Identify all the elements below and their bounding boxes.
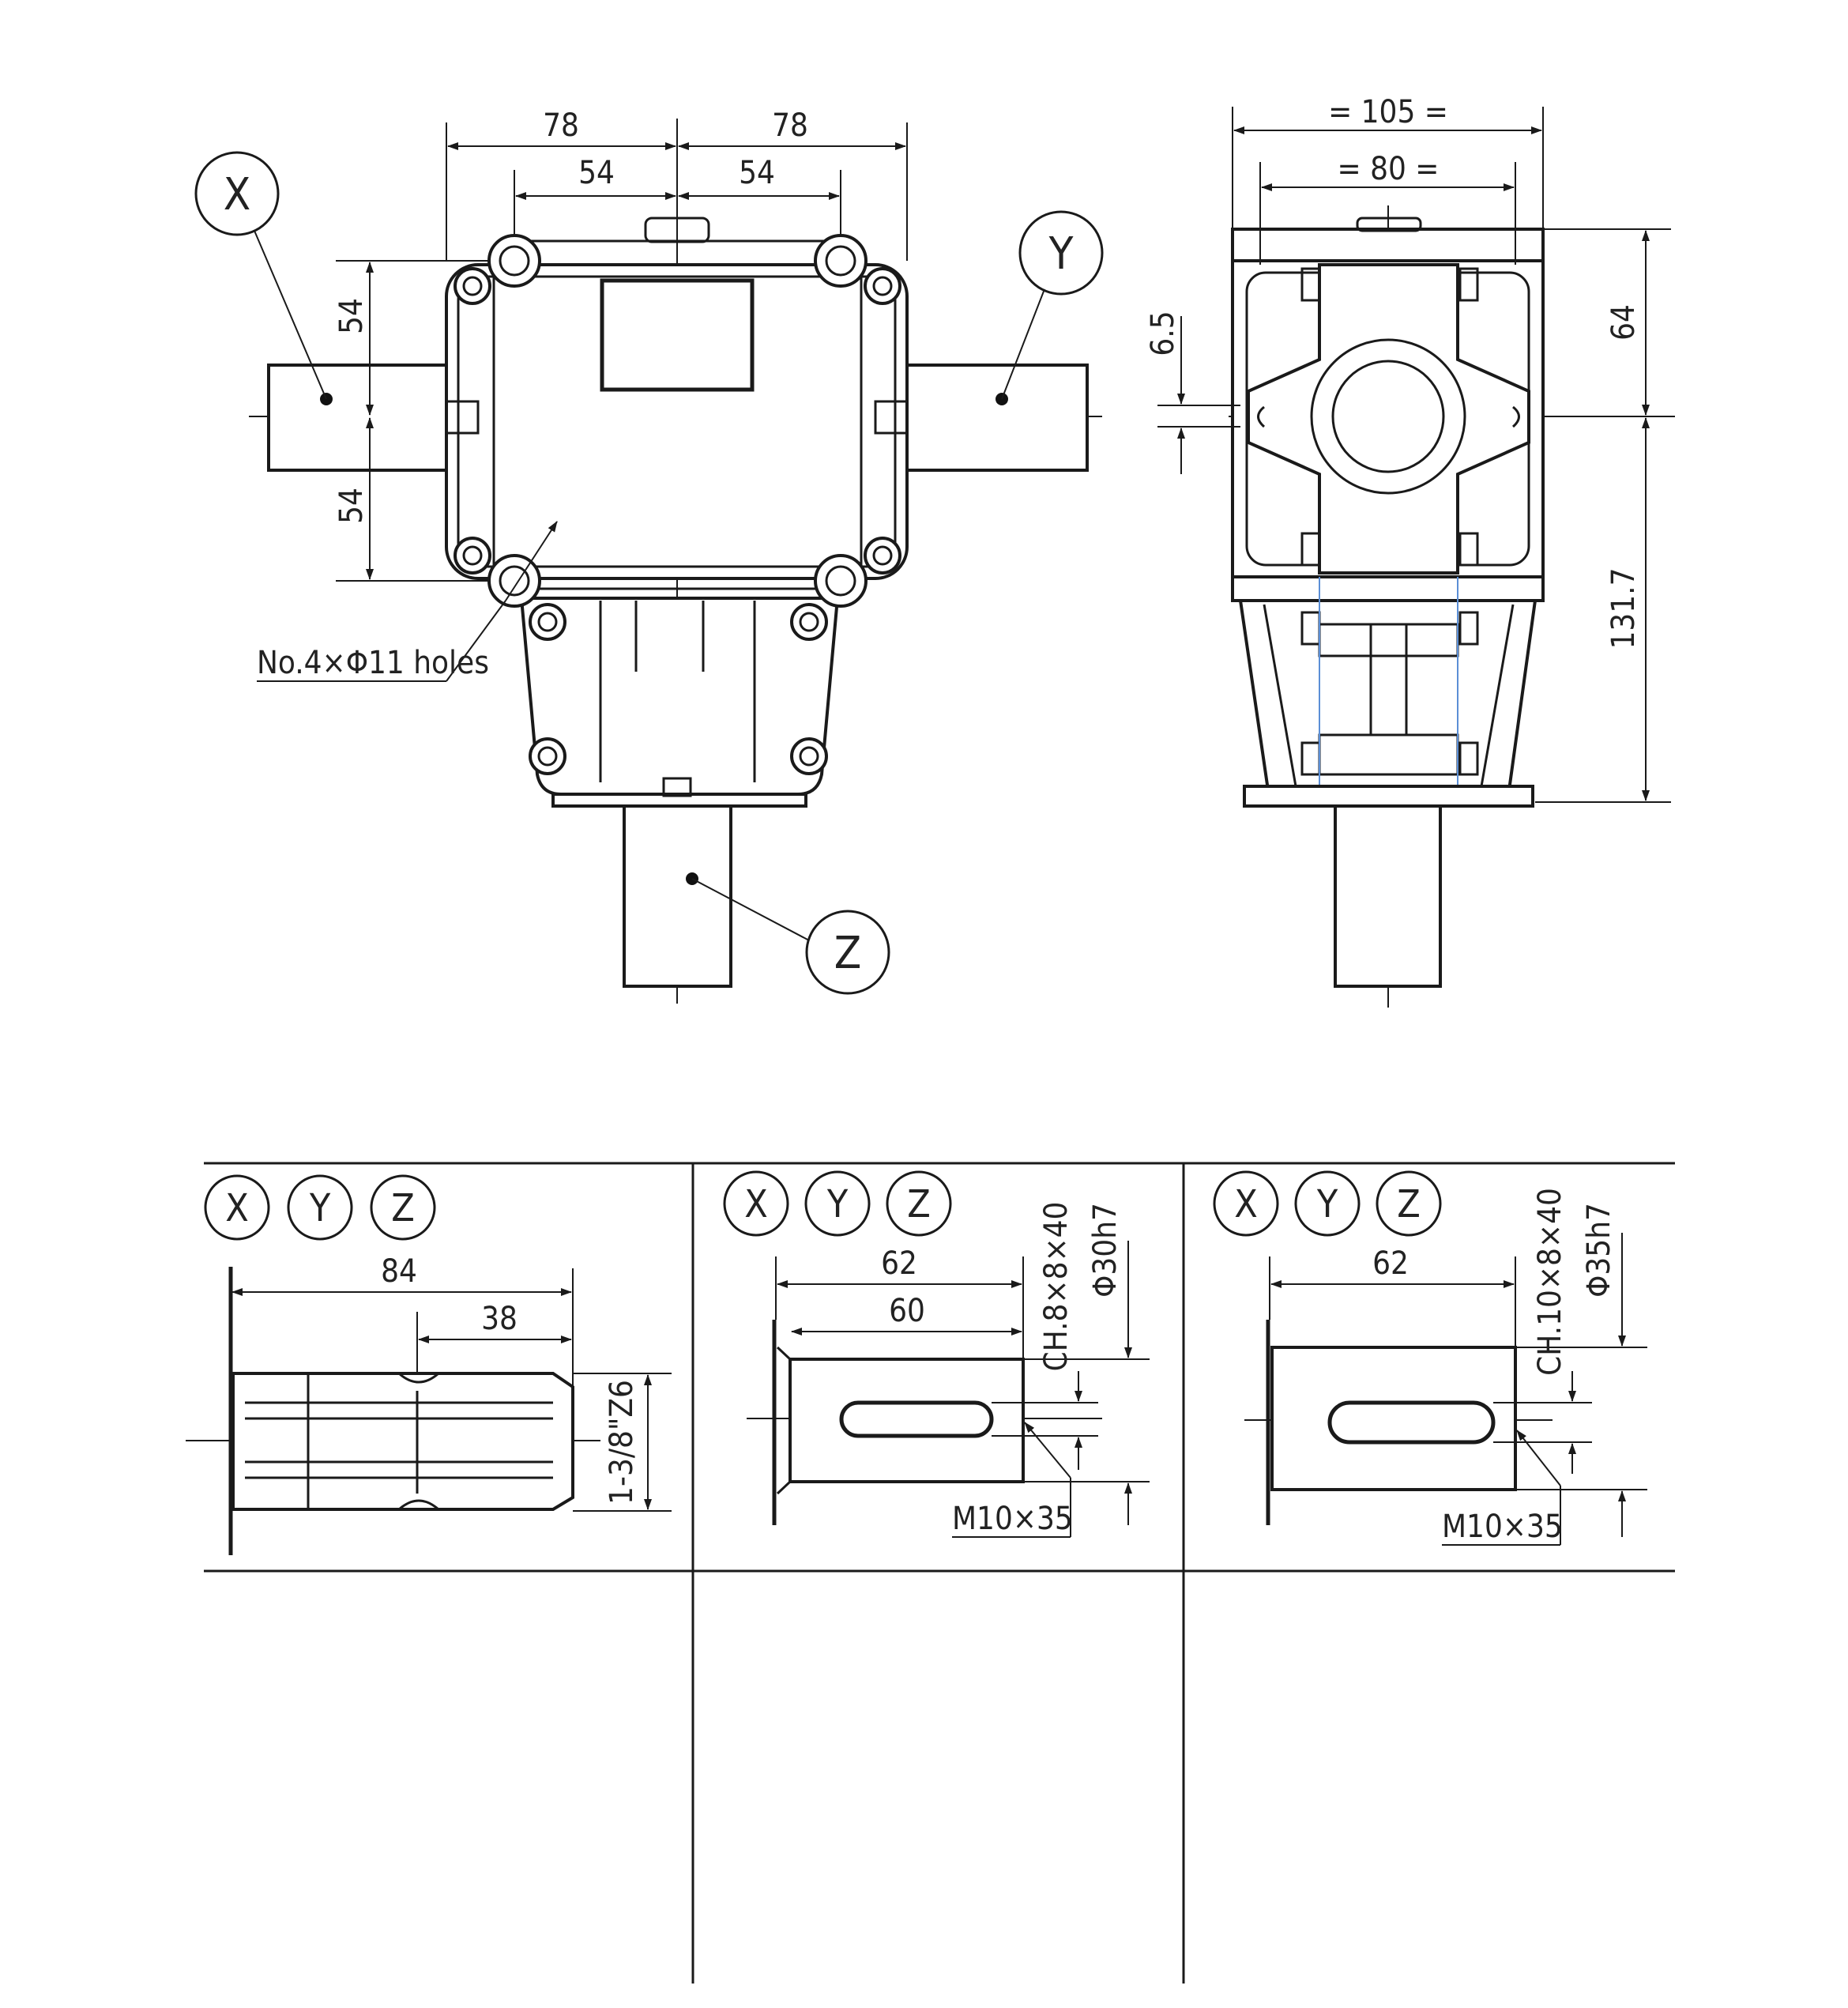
- callout-y-circle: [1018, 210, 1104, 296]
- dim-top-left: 78: [543, 107, 579, 144]
- cell1-spline-spec: 1-3/8"Z6: [604, 1380, 640, 1505]
- callout-y: Y: [1048, 228, 1074, 280]
- callout-z: Z: [834, 928, 862, 979]
- cell3-tag-y: Y: [1316, 1182, 1338, 1226]
- shaft-x: [267, 364, 448, 472]
- side-boss: [1247, 263, 1530, 575]
- cell2-dim-length: 62: [881, 1245, 917, 1282]
- lower-housing: [519, 597, 840, 796]
- dim-upper-height: 64: [1605, 304, 1642, 341]
- cell1-dim-total: 84: [381, 1253, 417, 1290]
- dim-lower-height: 131.7: [1605, 568, 1642, 650]
- cell1-dim-spline: 38: [481, 1301, 518, 1337]
- shaft-cell-spline: X Y Z 84 38 1-3/8"Z6: [186, 1174, 672, 1555]
- dim-top-right: 78: [772, 107, 808, 144]
- dim-inner-left: 54: [578, 155, 615, 191]
- side-slot-left: [1257, 405, 1266, 428]
- dim-width-outer: = 105 =: [1328, 94, 1448, 130]
- side-top-flange: [1231, 228, 1545, 262]
- dim-offset: 6.5: [1145, 311, 1181, 356]
- nameplate: [600, 278, 755, 392]
- cell2-key-spec: CH.8×8×40: [1038, 1202, 1075, 1372]
- cell1-tag-y: Y: [309, 1186, 331, 1230]
- side-bore-outer: [1310, 338, 1466, 495]
- side-output-shaft: [1334, 804, 1442, 988]
- left-boss: [445, 400, 480, 435]
- shaft-z: [623, 803, 732, 988]
- cell2-diameter: Φ30h7: [1087, 1203, 1123, 1298]
- cell3-tag-z: Z: [1397, 1182, 1421, 1226]
- cell3-thread: M10×35: [1442, 1509, 1563, 1545]
- cell3-key-spec: CH.10×8×40: [1532, 1188, 1568, 1376]
- side-bore-inner: [1331, 360, 1445, 473]
- cell3-tag-x: X: [1234, 1182, 1258, 1226]
- keyway-30: [839, 1400, 994, 1438]
- cell2-thread: M10×35: [952, 1501, 1073, 1537]
- cell2-dim-key: 60: [889, 1293, 925, 1329]
- cell1-tag-x: X: [225, 1186, 249, 1230]
- keyway-35: [1327, 1400, 1496, 1445]
- side-middle-flange: [1231, 575, 1545, 602]
- dim-left-lower: 54: [333, 488, 370, 524]
- cell3-dim-length: 62: [1372, 1245, 1409, 1282]
- cell2-tag-x: X: [744, 1182, 768, 1226]
- side-bottom-plate: [1243, 785, 1534, 808]
- cell2-tag-z: Z: [907, 1182, 931, 1226]
- cell3-diameter: Φ35h7: [1581, 1203, 1617, 1298]
- side-slot-right: [1511, 405, 1520, 428]
- holes-note: No.4×Φ11 holes: [257, 645, 489, 681]
- housing-inner-outline: [457, 275, 897, 568]
- callout-x: X: [224, 169, 251, 220]
- side-top-cap: [1356, 217, 1422, 232]
- spline-shaft: [231, 1372, 574, 1511]
- dim-left-upper: 54: [333, 298, 370, 334]
- keyed-shaft-35: [1270, 1346, 1517, 1491]
- lower-housing-flange: [551, 793, 807, 808]
- shaft-table: X Y Z 84 38 1-3/8"Z6: [186, 1162, 1675, 1984]
- cell1-tag-z: Z: [391, 1186, 415, 1230]
- callout-z-circle: [805, 910, 890, 995]
- bolts: [454, 267, 901, 775]
- dim-inner-right: 54: [739, 155, 775, 191]
- side-view: = 105 = = 80 = 64 131.7 6.5: [1145, 94, 1675, 1008]
- front-view: 78 78 54 54 54 54 No.4×Φ11 holes X Y Z: [194, 107, 1104, 1004]
- callout-x-circle: [194, 151, 280, 236]
- keyed-shaft-30: [789, 1358, 1025, 1483]
- gearbox-housing: [445, 263, 909, 580]
- shaft-y: [905, 364, 1089, 472]
- cell2-tag-y: Y: [826, 1182, 849, 1226]
- dim-width-inner: = 80 =: [1338, 151, 1440, 187]
- side-lower-housing: [1238, 599, 1537, 792]
- top-plug: [644, 217, 710, 243]
- shaft-cell-keyed-35: X Y Z 62 CH.10×8×40 Φ35h7: [1213, 1170, 1647, 1546]
- right-boss: [874, 400, 909, 435]
- shaft-cell-keyed-30: X Y Z 62 60 CH.8×8×40: [723, 1170, 1150, 1538]
- bottom-plug: [662, 777, 692, 797]
